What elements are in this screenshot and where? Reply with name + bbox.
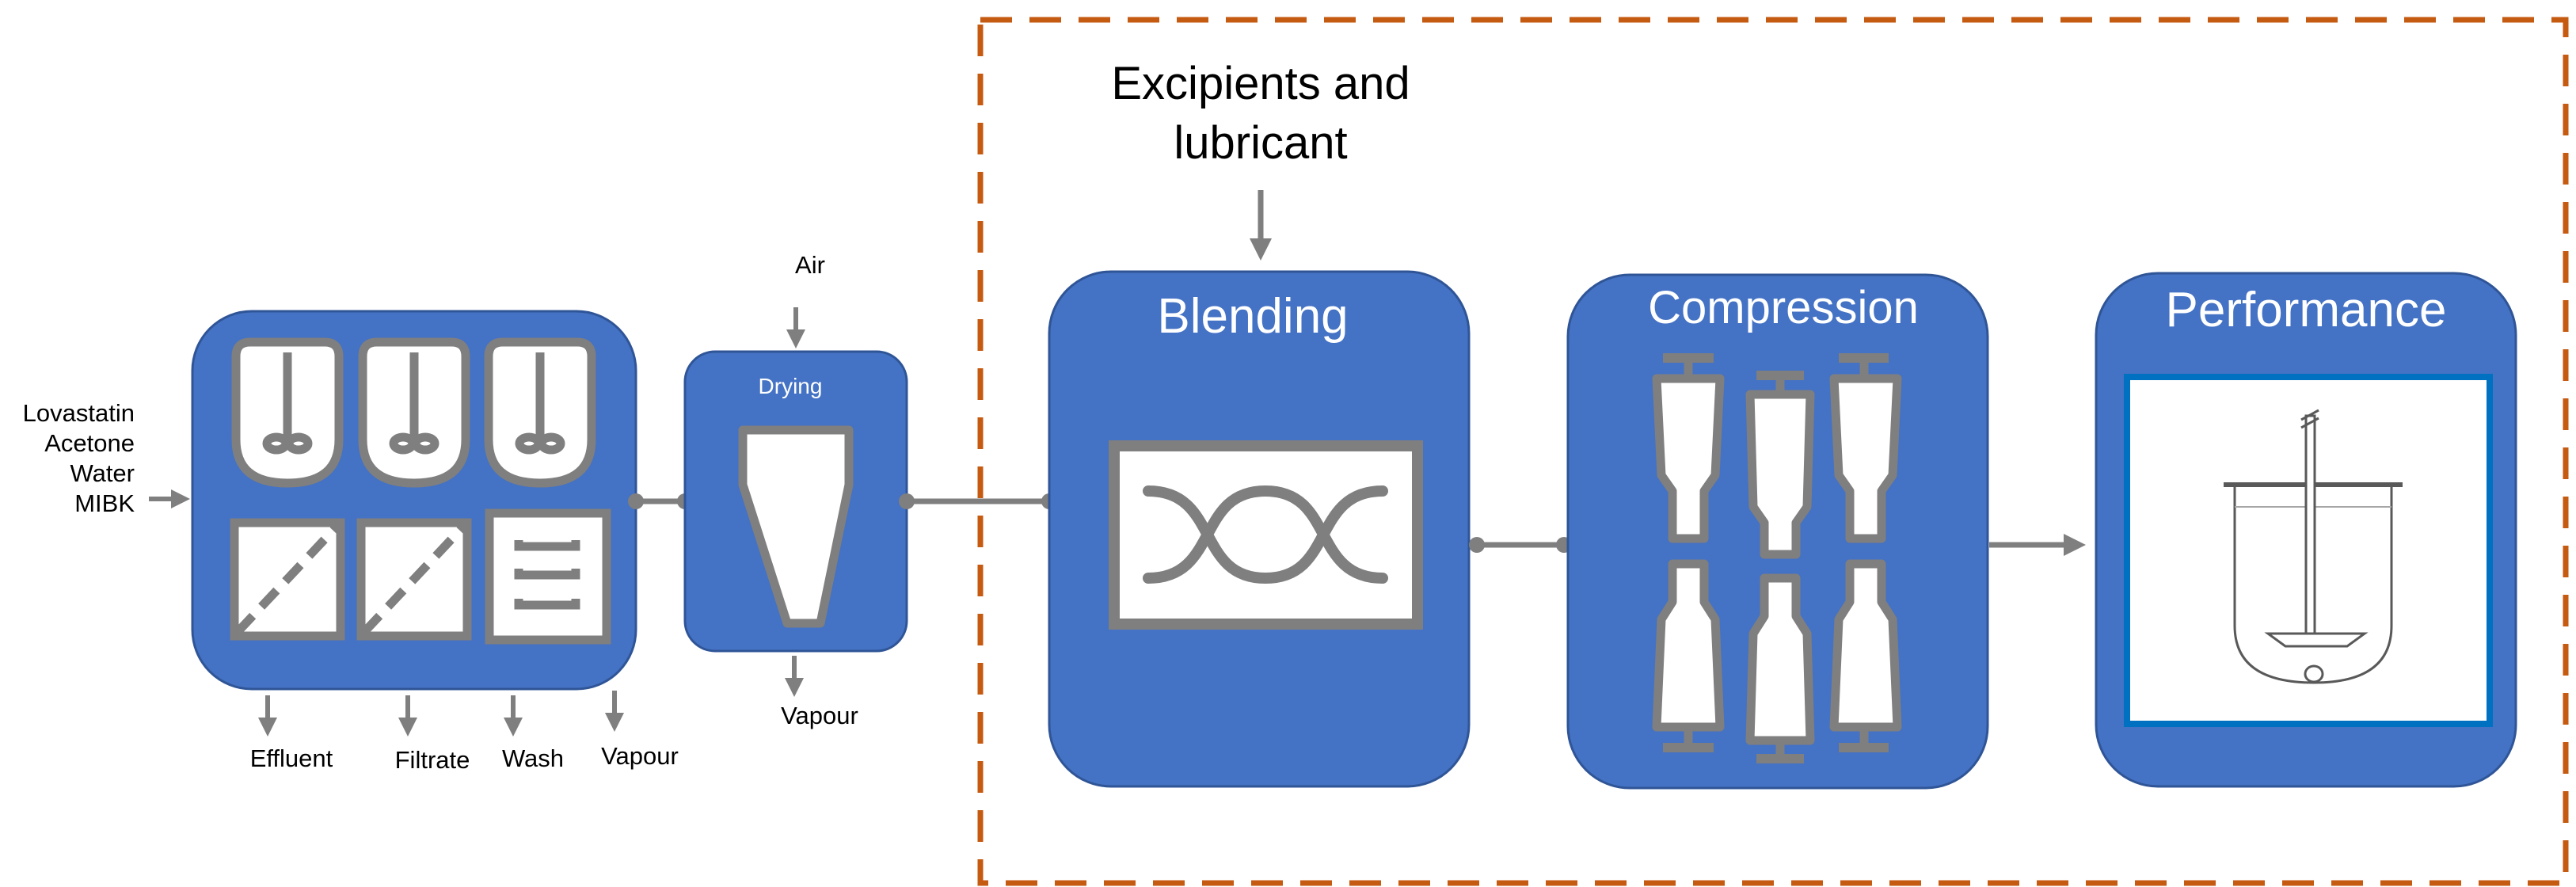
stirred-tank-icon <box>484 337 596 488</box>
input-water: Water <box>70 459 135 487</box>
blender-icon <box>1109 440 1423 630</box>
filter-icon <box>356 518 472 641</box>
connector-to-drying <box>628 493 693 509</box>
excipients-line-2: lubricant <box>1174 117 1347 169</box>
input-acetone: Acetone <box>44 429 135 457</box>
output-filtrate: Filtrate <box>395 746 470 774</box>
cyclone-dryer-icon <box>738 425 854 628</box>
input-lovastatin: Lovastatin <box>23 399 135 427</box>
wash-icon <box>485 508 611 645</box>
stirred-tank-icon <box>358 337 470 488</box>
excipients-line-1: Excipients and <box>1111 58 1410 109</box>
outlet-arrows <box>258 691 624 737</box>
feed-inputs-label: Lovastatin Acetone Water MIBK <box>23 399 135 517</box>
input-air: Air <box>795 251 825 279</box>
input-mibk: MIBK <box>74 489 135 517</box>
stirred-tank-icon <box>231 337 344 488</box>
output-vapour-crystallization: Vapour <box>601 742 679 770</box>
excipients-label: Excipients and lubricant <box>1111 58 1410 169</box>
output-wash: Wash <box>502 744 564 772</box>
drying-label: Drying <box>759 374 823 398</box>
output-effluent: Effluent <box>250 744 333 772</box>
blending-label: Blending <box>1157 289 1348 344</box>
output-vapour-drying: Vapour <box>781 702 858 729</box>
performance-label: Performance <box>2166 283 2447 337</box>
tablet-press-icon <box>1652 353 1902 763</box>
filter-icon <box>230 518 345 641</box>
connector-to-compression <box>1469 537 1572 553</box>
compression-label: Compression <box>1648 282 1919 333</box>
drug-product-boundary <box>977 17 2569 886</box>
dissolution-vessel-icon <box>2124 374 2493 727</box>
